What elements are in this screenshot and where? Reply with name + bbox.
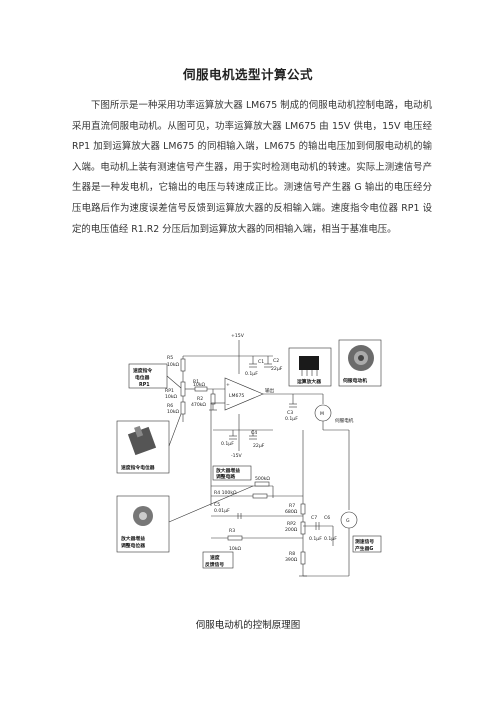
speed-pot-image <box>127 426 157 456</box>
speed-pot-callout <box>128 363 168 389</box>
speed-pot-photo-label: 速度指令电位器 <box>121 464 155 471</box>
svg-text:速度指令: 速度指令 <box>133 367 152 374</box>
motor-callout: 伺服电动机 <box>342 377 367 384</box>
rp1-value: 10kΩ <box>165 394 178 400</box>
r7-label: R7 <box>289 503 295 509</box>
rp2-label: RP2 <box>287 521 296 527</box>
r6-value: 10kΩ <box>167 409 180 415</box>
vee-label: -15V <box>231 453 243 459</box>
ic-chip-image <box>299 356 319 370</box>
svg-text:放大器增益: 放大器增益 <box>215 467 240 474</box>
c1-value: 0.1μF <box>245 371 258 377</box>
svg-text:−: − <box>226 403 230 408</box>
r2-value: 470kΩ <box>191 402 206 408</box>
svg-text:G: G <box>346 518 350 524</box>
r8-label: R8 <box>289 551 295 557</box>
opamp-callout: 运算放大器 <box>297 378 321 385</box>
svg-text:M: M <box>320 411 324 417</box>
c7-value: 0.1μF <box>309 536 322 542</box>
svg-text:产生器G: 产生器G <box>355 545 373 552</box>
svg-text:调整电路: 调整电路 <box>216 473 235 480</box>
svg-text:RP1: RP1 <box>139 382 150 388</box>
c7-label: C7 <box>311 515 317 521</box>
figure-caption: 伺服电动机的控制原理图 <box>195 620 301 631</box>
rp2-value: 200Ω <box>285 527 298 533</box>
r5-label: R5 <box>167 355 173 361</box>
c4-value: 0.1μF <box>221 441 234 447</box>
r2-label: R2 <box>197 396 203 402</box>
opamp-label: LM675 <box>229 393 244 399</box>
svg-text:放大器增益: 放大器增益 <box>120 535 145 542</box>
r3-label: R3 <box>229 528 235 534</box>
r6-label: R6 <box>167 403 173 409</box>
c3-label: C3 <box>287 410 293 416</box>
c5-value: 0.01μF <box>214 508 230 514</box>
c6-label: C6 <box>324 515 330 521</box>
document-title: 伺服电机选型计算公式 <box>182 67 313 82</box>
gain-circuit-callout <box>212 465 252 481</box>
r1-value: 10kΩ <box>193 382 206 388</box>
svg-text:反馈信号: 反馈信号 <box>205 561 224 568</box>
svg-text:测速信号: 测速信号 <box>355 538 374 545</box>
svg-text:调整电位器: 调整电位器 <box>121 542 145 549</box>
c4b-value: 22μF <box>253 443 265 449</box>
r8-value: 390Ω <box>285 557 298 563</box>
c1-label: C1 <box>258 359 264 365</box>
r1-label: R1 <box>193 379 199 385</box>
output-label: 输出 <box>265 387 275 394</box>
circuit-diagram: +15V C1 0.1μF C2 22μF R5 10kΩ RP1 10kΩ R… <box>116 333 382 577</box>
r5-value: 10kΩ <box>167 362 180 368</box>
c4-label: C4 <box>251 430 257 436</box>
gain-pot-value: 500kΩ <box>255 476 270 482</box>
c2-label: C2 <box>273 358 279 364</box>
c2-value: 22μF <box>271 366 283 372</box>
rp1-label: RP1 <box>165 388 174 394</box>
svg-text:电位器: 电位器 <box>135 374 150 381</box>
motor-text: 伺服电机 <box>335 417 354 424</box>
vcc-label: +15V <box>231 333 245 339</box>
tacho-callout <box>352 535 382 553</box>
r4-label: R4 100kΩ <box>214 490 237 496</box>
c6-value: 0.1μF <box>324 536 337 542</box>
svg-text:速度: 速度 <box>210 554 220 561</box>
r3-value: 10kΩ <box>229 546 242 552</box>
circuit-figure: +15V C1 0.1μF C2 22μF R5 10kΩ RP1 10kΩ R… <box>113 326 383 598</box>
c5-label: C5 <box>214 502 220 508</box>
r7-value: 680Ω <box>285 509 298 515</box>
body-paragraph: 下图所示是一种采用功率运算放大器 LM675 制成的伺服电动机控制电路，电动机采… <box>72 100 432 235</box>
svg-text:+: + <box>226 382 230 388</box>
speed-feedback-callout <box>202 551 234 569</box>
c3-value: 0.1μF <box>285 416 298 422</box>
